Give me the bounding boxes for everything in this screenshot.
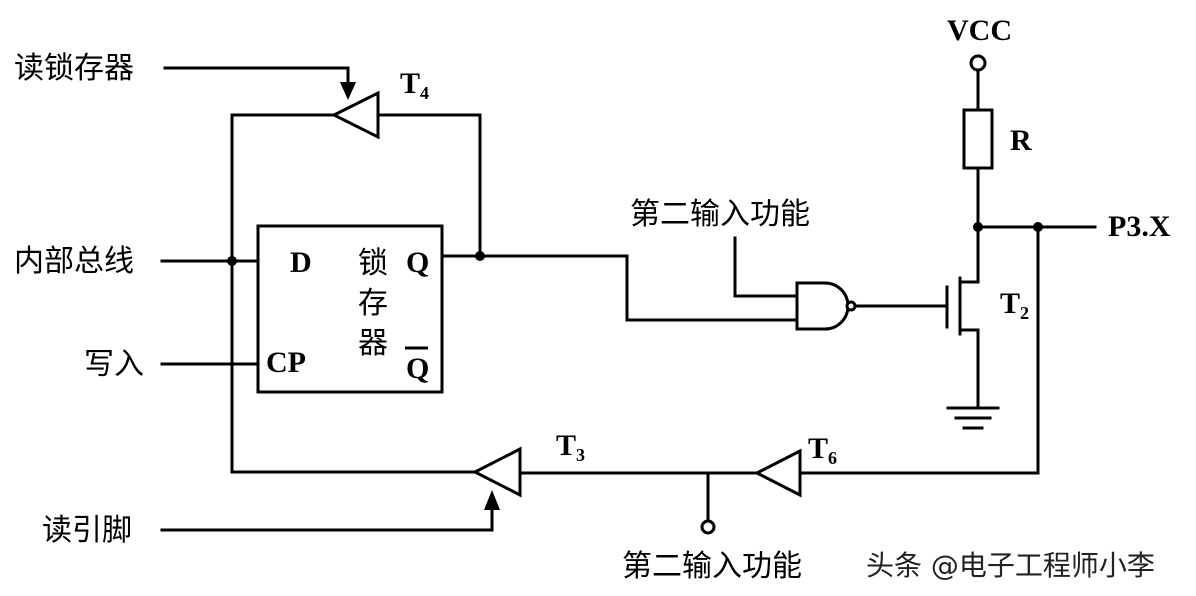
nand-gate xyxy=(795,281,850,331)
t4-buffer xyxy=(330,90,380,140)
latch-qbar-label: Q xyxy=(406,352,429,385)
latch-name-char-2: 存 xyxy=(358,286,388,321)
vcc-terminal xyxy=(969,54,987,72)
junction-bus xyxy=(227,256,237,266)
label-t6: T6 xyxy=(808,432,837,468)
latch-cp-label: CP xyxy=(266,346,306,379)
arrow-read-latch xyxy=(340,82,356,100)
latch-name-char-1: 锁 xyxy=(358,246,388,281)
t3-buffer xyxy=(471,446,522,498)
latch-name-char-3: 器 xyxy=(358,326,388,361)
latch-d-label: D xyxy=(290,246,312,279)
watermark: 头条 @电子工程师小李 xyxy=(866,549,1155,582)
wire-q-output xyxy=(440,254,797,322)
wire-second-input-top xyxy=(733,236,797,298)
junction-q xyxy=(475,251,485,261)
label-pin: P3.X xyxy=(1108,210,1171,243)
junction-drain xyxy=(973,222,983,232)
second-input-terminal xyxy=(700,519,716,535)
arrow-read-pin xyxy=(484,490,500,510)
wire-latch-loop xyxy=(230,113,477,474)
junction-pin xyxy=(1033,222,1043,232)
t2-drain xyxy=(958,225,980,284)
label-t4: T4 xyxy=(400,67,429,103)
latch-q-label: Q xyxy=(406,246,429,279)
label-t2: T2 xyxy=(1000,287,1029,323)
t2-source xyxy=(958,328,980,408)
label-internal-bus: 内部总线 xyxy=(14,244,134,279)
wire-read-latch xyxy=(163,66,350,86)
wire-pin-feedback xyxy=(798,225,1040,475)
label-t3: T3 xyxy=(556,429,585,465)
nand-bubble xyxy=(845,300,857,312)
label-second-input-top: 第二输入功能 xyxy=(630,197,810,232)
label-resistor: R xyxy=(1010,124,1032,157)
label-write: 写入 xyxy=(84,347,144,382)
label-read-latch: 读锁存器 xyxy=(14,51,134,86)
label-read-pin: 读引脚 xyxy=(42,513,132,548)
t6-buffer xyxy=(753,448,802,498)
resistor xyxy=(962,108,994,170)
latch-box xyxy=(256,224,444,394)
label-second-input-bottom: 第二输入功能 xyxy=(622,549,802,584)
wire-t4-output xyxy=(376,113,482,258)
label-vcc: VCC xyxy=(947,14,1012,47)
wire-read-pin xyxy=(160,503,494,532)
